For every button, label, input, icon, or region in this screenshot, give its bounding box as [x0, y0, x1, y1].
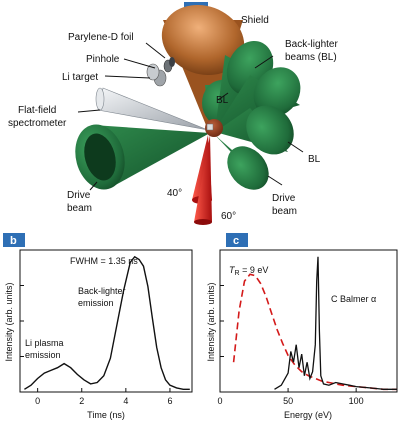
panel-b-li-2: emission — [25, 350, 61, 360]
panel-c-xlabel: Energy (eV) — [284, 410, 332, 420]
panel-c-temp-value: = 9 eV — [240, 265, 269, 275]
drive-red-beams — [192, 135, 212, 225]
backlighter-beams — [202, 40, 301, 190]
panel-c: c 0 50 100 TR = 9 eV C Balmer α Intensity … — [206, 233, 398, 420]
panel-c-badge — [226, 233, 248, 247]
panel-b-fwhm: FWHM = 1.35 ns — [70, 256, 138, 266]
label-backlighter-1: Back-lighter — [285, 39, 338, 50]
panel-c-temp-sub: R — [235, 270, 240, 277]
x-tick-label: 0 — [35, 396, 40, 406]
panel-b-li-1: Li plasma — [25, 338, 64, 348]
panel-b-backlighter-1: Back-lighter — [78, 286, 126, 296]
label-bl-left: BL — [216, 95, 229, 106]
x-tick-label: 50 — [283, 396, 293, 406]
x-tick-label: 4 — [123, 396, 128, 406]
panel-b-ticks: 0 2 4 6 — [20, 285, 172, 406]
label-parylene: Parylene-D foil — [68, 32, 134, 43]
label-angle-60: 60° — [221, 211, 236, 222]
label-target: Li target — [62, 72, 98, 83]
label-backlighter-2: beams (BL) — [285, 52, 337, 63]
panel-c-ylabel: Intensity (arb. units) — [206, 282, 216, 361]
label-drive-right-2: beam — [272, 206, 297, 217]
panel-b-xlabel: Time (ns) — [87, 410, 125, 420]
x-tick-label: 2 — [79, 396, 84, 406]
panel-c-ticks: 0 50 100 — [217, 285, 364, 406]
drive-beam-left — [75, 124, 210, 190]
label-drive-left-1: Drive — [67, 190, 91, 201]
panel-a: a — [8, 2, 338, 225]
panel-c-balmer: C Balmer α — [331, 294, 376, 304]
spectrometer — [95, 87, 209, 131]
x-tick-label: 100 — [349, 396, 364, 406]
panel-c-temp-T: T — [229, 265, 236, 275]
panel-b-series-line — [24, 255, 190, 390]
panel-c-temperature: TR = 9 eV — [229, 265, 268, 277]
x-tick-label: 0 — [217, 396, 222, 406]
pinhole-assembly — [146, 57, 175, 87]
panel-c-series-dashed — [232, 273, 397, 391]
panel-c-badge-label: c — [233, 235, 239, 247]
label-angle-40: 40° — [167, 188, 182, 199]
panel-c-series-solid — [274, 256, 397, 390]
shield — [161, 4, 245, 130]
x-tick-label: 6 — [167, 396, 172, 406]
target-ball — [205, 119, 223, 137]
panel-b-badge — [3, 233, 25, 247]
panel-b-badge-label: b — [10, 235, 17, 247]
leader-lines — [77, 42, 304, 191]
label-shield: Shield — [241, 15, 269, 26]
panel-b-ylabel: Intensity (arb. units) — [4, 282, 14, 361]
label-pinhole: Pinhole — [86, 54, 120, 65]
panel-b-backlighter-2: emission — [78, 298, 114, 308]
label-spectrometer-2: spectrometer — [8, 118, 67, 129]
label-drive-left-2: beam — [67, 203, 92, 214]
label-spectrometer-1: Flat-field — [18, 105, 56, 116]
label-drive-right-1: Drive — [272, 193, 296, 204]
label-bl-right: BL — [308, 154, 321, 165]
panel-b: b 0 2 4 6 FWHM = 1.35 ns Back-lighter emiss… — [3, 233, 193, 420]
